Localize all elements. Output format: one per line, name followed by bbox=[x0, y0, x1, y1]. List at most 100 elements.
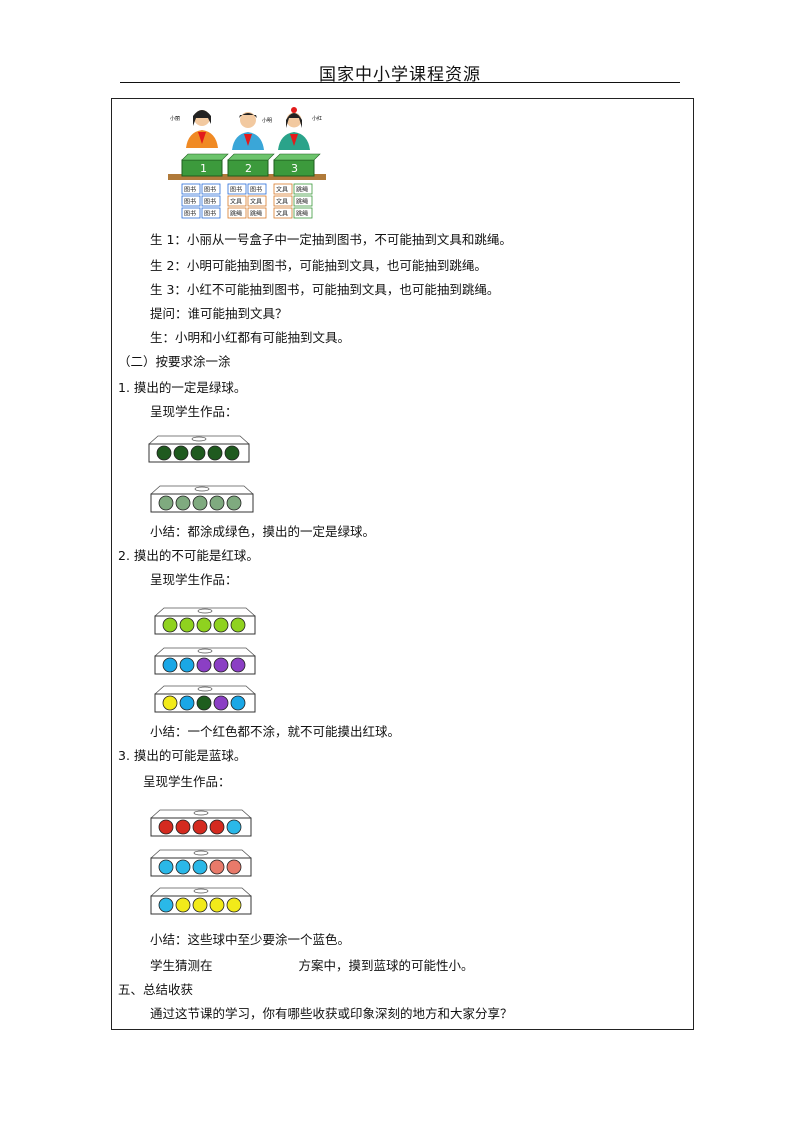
word-card-label: 图书 bbox=[204, 210, 216, 218]
ball-5 bbox=[226, 859, 242, 875]
ball-5 bbox=[226, 819, 242, 835]
word-card bbox=[293, 195, 313, 207]
dialogue-s2: 生 2：小明可能抽到图书，可能抽到文具，也可能抽到跳绳。 bbox=[150, 258, 487, 273]
ball-3 bbox=[192, 495, 208, 511]
task-3-title: 3. 摸出的可能是蓝球。 bbox=[118, 748, 247, 763]
name-label-1: 小丽 bbox=[170, 115, 180, 122]
task-3-summary: 小结：这些球中至少要涂一个蓝色。 bbox=[150, 932, 351, 947]
ball-3 bbox=[196, 657, 212, 673]
ball-3 bbox=[192, 897, 208, 913]
task-2-show: 呈现学生作品： bbox=[150, 572, 238, 587]
word-card-label: 图书 bbox=[204, 198, 216, 206]
word-card bbox=[247, 183, 267, 195]
task-2-box-2 bbox=[154, 647, 256, 675]
ball-1 bbox=[158, 897, 174, 913]
ball-3 bbox=[190, 445, 206, 461]
task-1-box-2 bbox=[150, 485, 254, 513]
word-card-label: 图书 bbox=[184, 198, 196, 206]
task-3-box-1 bbox=[150, 809, 252, 837]
illustration-students: 小丽 小明 小红 1 2 3 图书图书图书图书图书图书图书图书文具文具跳绳跳绳文… bbox=[168, 107, 326, 219]
word-card bbox=[293, 207, 313, 219]
task-3-box-2 bbox=[150, 849, 252, 877]
ball-4 bbox=[209, 897, 225, 913]
word-card bbox=[273, 183, 293, 195]
ball-1 bbox=[158, 859, 174, 875]
name-label-2: 小明 bbox=[262, 117, 272, 124]
ball-3 bbox=[196, 695, 212, 711]
ball-4 bbox=[209, 859, 225, 875]
word-card bbox=[181, 183, 201, 195]
ball-4 bbox=[213, 695, 229, 711]
student-2 bbox=[232, 112, 264, 150]
ball-3 bbox=[192, 859, 208, 875]
word-card bbox=[181, 195, 201, 207]
word-card-label: 图书 bbox=[250, 186, 262, 194]
header-title: 国家中小学课程资源 bbox=[319, 65, 481, 85]
content-frame bbox=[111, 98, 694, 1030]
box-number-3: 3 bbox=[291, 162, 298, 175]
word-card bbox=[227, 207, 247, 219]
task-3-box-3 bbox=[150, 887, 252, 915]
ball-1 bbox=[162, 617, 178, 633]
ball-2 bbox=[179, 617, 195, 633]
word-card bbox=[227, 195, 247, 207]
guess-before: 学生猜测在 bbox=[150, 958, 213, 973]
ball-2 bbox=[175, 819, 191, 835]
task-2-summary: 小结：一个红色都不涂，就不可能摸出红球。 bbox=[150, 724, 401, 739]
ball-1 bbox=[158, 819, 174, 835]
ball-1 bbox=[156, 445, 172, 461]
ball-3 bbox=[192, 819, 208, 835]
header-rule bbox=[120, 82, 680, 83]
word-card bbox=[227, 183, 247, 195]
name-label-3: 小红 bbox=[312, 115, 322, 122]
ball-5 bbox=[226, 495, 242, 511]
section-2-title: （二）按要求涂一涂 bbox=[118, 354, 231, 369]
word-card bbox=[273, 207, 293, 219]
word-card bbox=[273, 195, 293, 207]
ball-2 bbox=[179, 695, 195, 711]
word-card bbox=[201, 195, 221, 207]
ball-1 bbox=[162, 695, 178, 711]
dialogue-answer: 生：小明和小红都有可能抽到文具。 bbox=[150, 330, 351, 345]
task-2-box-1 bbox=[154, 607, 256, 635]
ball-5 bbox=[230, 695, 246, 711]
dialogue-s3: 生 3：小红不可能抽到图书，可能抽到文具，也可能抽到跳绳。 bbox=[150, 282, 500, 297]
word-card-label: 跳绳 bbox=[296, 198, 308, 206]
word-card-label: 文具 bbox=[230, 198, 242, 206]
guess-after: 方案中，摸到蓝球的可能性小。 bbox=[298, 958, 474, 973]
ball-5 bbox=[230, 617, 246, 633]
ball-1 bbox=[162, 657, 178, 673]
word-card-label: 文具 bbox=[276, 198, 288, 206]
ball-4 bbox=[207, 445, 223, 461]
task-2-title: 2. 摸出的不可能是红球。 bbox=[118, 548, 259, 563]
task-1-title: 1. 摸出的一定是绿球。 bbox=[118, 380, 247, 395]
word-card bbox=[201, 183, 221, 195]
word-card-label: 图书 bbox=[204, 186, 216, 194]
word-card-label: 图书 bbox=[184, 186, 196, 194]
word-card-label: 跳绳 bbox=[230, 210, 242, 218]
ball-1 bbox=[158, 495, 174, 511]
word-card bbox=[201, 207, 221, 219]
dialogue-s1: 生 1：小丽从一号盒子中一定抽到图书，不可能抽到文具和跳绳。 bbox=[150, 232, 512, 247]
dialogue-question: 提问：谁可能抽到文具？ bbox=[150, 306, 288, 321]
task-1-summary: 小结：都涂成绿色，摸出的一定是绿球。 bbox=[150, 524, 376, 539]
guess-line: 学生猜测在 方案中，摸到蓝球的可能性小。 bbox=[150, 958, 474, 974]
ball-5 bbox=[226, 897, 242, 913]
closing-question: 通过这节课的学习，你有哪些收获或印象深刻的地方和大家分享？ bbox=[150, 1006, 513, 1021]
box-number-2: 2 bbox=[245, 162, 252, 175]
word-card-label: 跳绳 bbox=[250, 210, 262, 218]
task-2-box-3 bbox=[154, 685, 256, 713]
box-number-1: 1 bbox=[200, 162, 207, 175]
ball-4 bbox=[213, 617, 229, 633]
student-1 bbox=[186, 110, 218, 148]
student-3 bbox=[278, 107, 310, 150]
word-card bbox=[247, 207, 267, 219]
task-3-show: 呈现学生作品： bbox=[143, 774, 231, 789]
word-card-label: 图书 bbox=[230, 186, 242, 194]
ball-5 bbox=[224, 445, 240, 461]
word-card bbox=[247, 195, 267, 207]
word-card-label: 跳绳 bbox=[296, 186, 308, 194]
section-5-title: 五、总结收获 bbox=[118, 982, 194, 997]
box-2: 2 bbox=[227, 153, 275, 177]
ball-3 bbox=[196, 617, 212, 633]
